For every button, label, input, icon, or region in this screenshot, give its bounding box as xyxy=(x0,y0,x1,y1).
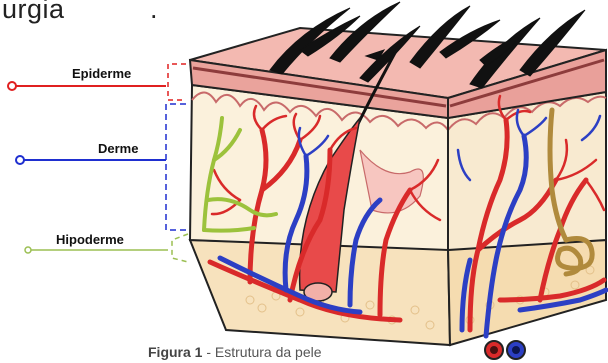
figure-caption: Figura 1 - Estrutura da pele xyxy=(148,344,322,360)
figure-caption-text: - Estrutura da pele xyxy=(202,344,321,360)
figure-number: Figura 1 xyxy=(148,344,202,360)
derme-label: Derme xyxy=(98,141,138,156)
derme-pointer xyxy=(16,104,186,230)
epiderme-label: Epiderme xyxy=(72,66,131,81)
hipoderme-label: Hipoderme xyxy=(56,232,124,247)
